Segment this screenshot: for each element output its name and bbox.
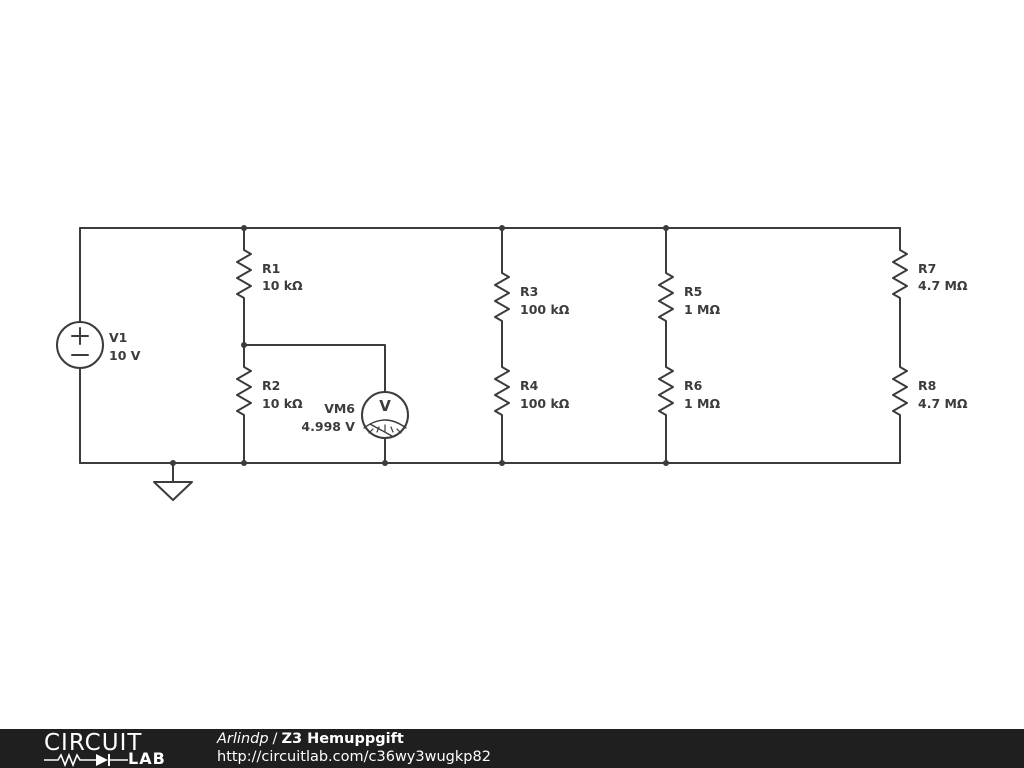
resistor-diode-icon (44, 753, 128, 767)
r7-ref: R7 (918, 261, 936, 276)
voltmeter-symbol: V (379, 397, 391, 415)
r6-value: 1 MΩ (684, 396, 720, 411)
resistor-r8[interactable] (892, 344, 908, 464)
junction-dot (663, 225, 669, 231)
vm6-value: 4.998 V (301, 419, 355, 434)
r2-value: 10 kΩ (262, 396, 303, 411)
r3-value: 100 kΩ (520, 302, 570, 317)
vm6-ref: VM6 (324, 401, 355, 416)
r6-ref: R6 (684, 378, 703, 393)
v1-value: 10 V (109, 348, 141, 363)
junction-dot (241, 342, 247, 348)
r2-ref: R2 (262, 378, 280, 393)
resistor-r1[interactable] (236, 227, 252, 346)
junction-dot (382, 460, 388, 466)
resistor-r6[interactable] (658, 344, 674, 464)
junction-dot (241, 225, 247, 231)
resistor-r7[interactable] (892, 227, 908, 346)
ground-symbol[interactable] (153, 462, 193, 501)
junction-dot (499, 225, 505, 231)
resistor-r4[interactable] (494, 344, 510, 464)
r1-ref: R1 (262, 261, 280, 276)
r1-value: 10 kΩ (262, 278, 303, 293)
junction-dots (170, 225, 669, 466)
junction-dot (499, 460, 505, 466)
author-title-line: Arlindp/Z3 Hemuppgift (217, 731, 404, 748)
circuit-schematic: V1 10 V R1 10 kΩ R2 10 kΩ V VM6 4.998 V … (56, 225, 968, 501)
r4-value: 100 kΩ (520, 396, 570, 411)
resistor-r2[interactable] (236, 344, 252, 464)
r5-ref: R5 (684, 284, 702, 299)
r8-ref: R8 (918, 378, 936, 393)
r7-value: 4.7 MΩ (918, 278, 968, 293)
r5-value: 1 MΩ (684, 302, 720, 317)
circuit-title[interactable]: Z3 Hemuppgift (281, 731, 404, 747)
circuitlab-logo[interactable]: CIRCUIT LAB (44, 731, 174, 767)
r3-ref: R3 (520, 284, 538, 299)
junction-dot (241, 460, 247, 466)
r4-ref: R4 (520, 378, 539, 393)
circuit-url[interactable]: http://circuitlab.com/c36wy3wugkp82 (217, 749, 491, 765)
resistor-r5[interactable] (658, 227, 674, 346)
r8-value: 4.7 MΩ (918, 396, 968, 411)
logo-wordmark-top: CIRCUIT (44, 730, 143, 756)
author-name[interactable]: Arlindp (217, 731, 269, 747)
junction-dot (663, 460, 669, 466)
path-separator: / (272, 731, 278, 747)
v1-ref: V1 (109, 330, 127, 345)
footer-bar: CIRCUIT LAB Arlindp/Z3 Hemuppgift http:/… (0, 729, 1024, 768)
resistor-r3[interactable] (494, 227, 510, 346)
logo-wordmark-bottom: LAB (128, 749, 166, 768)
junction-dot (170, 460, 176, 466)
voltmeter-vm6[interactable]: V (243, 344, 409, 464)
voltage-source-v1[interactable] (56, 227, 104, 464)
